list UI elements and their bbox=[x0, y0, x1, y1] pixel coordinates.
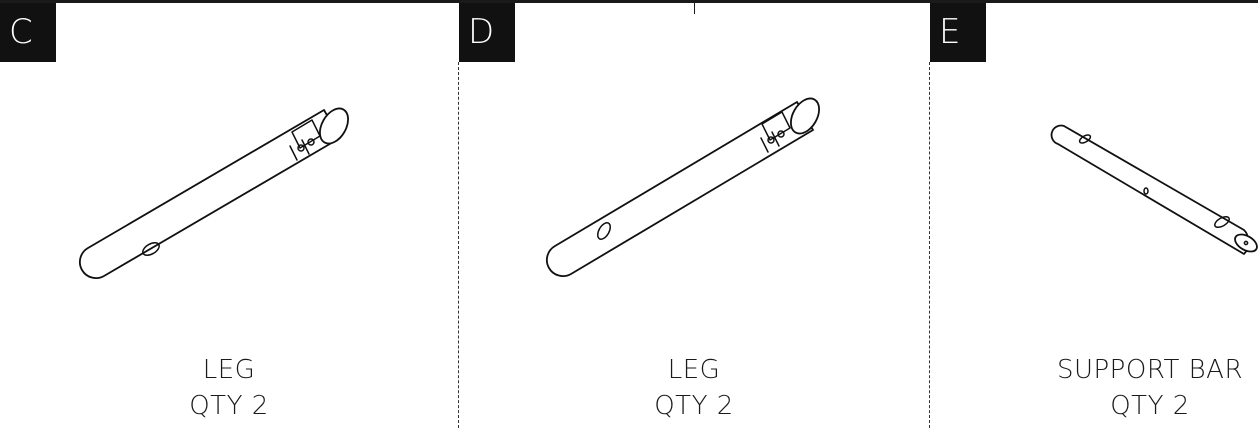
leg-tube-icon bbox=[79, 107, 349, 279]
part-panel-e: E SUPPORT BAR QTY 2 bbox=[930, 0, 1258, 428]
part-panel-c: C LEG QTY 2 bbox=[0, 0, 458, 428]
panel-divider bbox=[458, 62, 459, 428]
part-name: LEG bbox=[667, 355, 721, 385]
part-panel-d: D LEG QTY 2 bbox=[459, 0, 929, 428]
part-name: LEG bbox=[202, 355, 256, 385]
part-letter-badge: D bbox=[459, 3, 515, 62]
part-letter-badge: C bbox=[0, 3, 56, 62]
leg-tube-icon bbox=[546, 97, 820, 277]
panel-divider bbox=[929, 62, 930, 428]
part-name: SUPPORT BAR bbox=[1056, 355, 1244, 385]
part-caption: LEG QTY 2 bbox=[459, 352, 929, 424]
part-caption: LEG QTY 2 bbox=[0, 352, 458, 424]
part-qty: QTY 2 bbox=[189, 391, 269, 421]
support-bar-tube-icon bbox=[1050, 124, 1258, 255]
part-qty: QTY 2 bbox=[1110, 391, 1190, 421]
top-rule bbox=[0, 0, 1258, 3]
part-caption: SUPPORT BAR QTY 2 bbox=[1050, 352, 1250, 424]
part-qty: QTY 2 bbox=[654, 391, 734, 421]
part-letter-badge: E bbox=[930, 3, 986, 62]
top-tick bbox=[694, 0, 695, 14]
